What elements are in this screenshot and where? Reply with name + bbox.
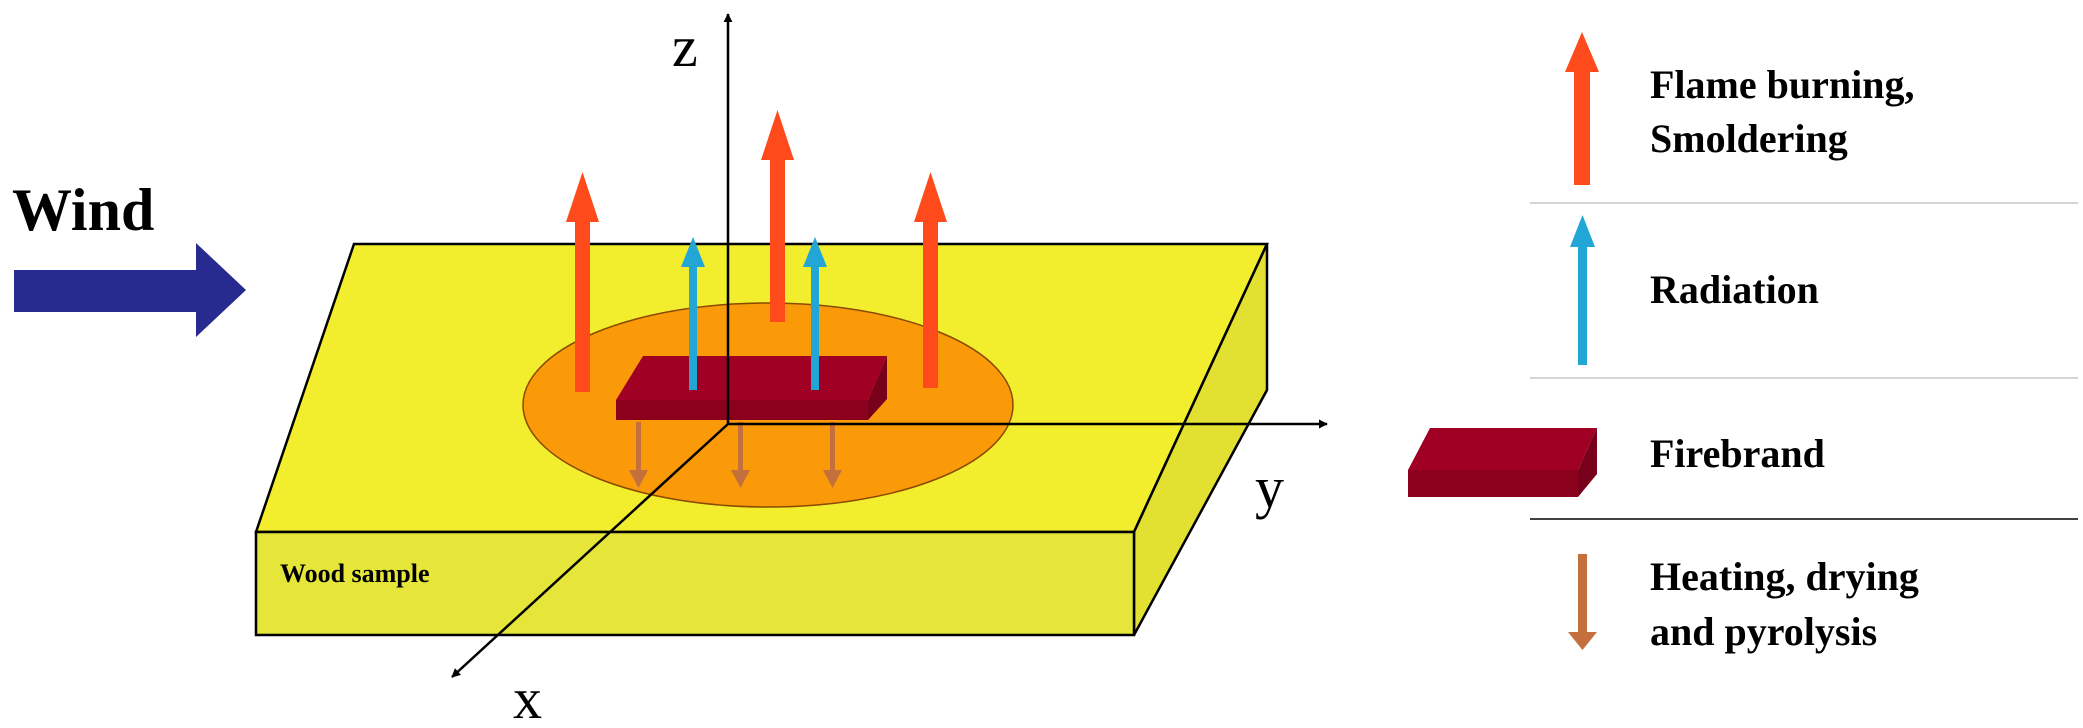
legend-flame-line1: Flame burning, — [1650, 62, 1914, 107]
heating-arrow-icon — [731, 422, 750, 488]
legend-flame-label: Flame burning, Smoldering — [1650, 62, 1924, 161]
wood-sample-front — [254, 530, 1136, 637]
x-axis — [451, 423, 729, 678]
coordinate-axes — [451, 13, 1328, 678]
heating-arrows — [629, 422, 842, 488]
legend-flame-arrow-icon — [1565, 32, 1599, 185]
wind-arrow-icon — [14, 243, 246, 337]
legend-firebrand-label: Firebrand — [1650, 431, 1825, 476]
flame-arrow-icon — [761, 110, 794, 322]
radiation-arrow-icon — [681, 237, 705, 390]
legend-firebrand-icon — [1408, 428, 1597, 497]
flame-arrows — [566, 110, 947, 392]
legend: Flame burning, Smoldering Radiation Fire… — [1408, 32, 2078, 654]
wood-sample-label: Wood sample — [280, 559, 430, 588]
heating-arrow-icon — [823, 422, 842, 488]
firebrand-piece — [616, 356, 887, 420]
legend-radiation-label: Radiation — [1650, 267, 1819, 312]
legend-radiation-arrow-icon — [1570, 215, 1595, 365]
heating-arrow-icon — [629, 422, 648, 488]
legend-heating-line2: and pyrolysis — [1650, 609, 1877, 654]
legend-heating-line1: Heating, drying — [1650, 554, 1919, 599]
y-axis-label: y — [1255, 455, 1284, 520]
flame-arrow-icon — [566, 172, 599, 392]
z-axis-label: z — [672, 14, 698, 79]
legend-heating-label: Heating, drying and pyrolysis — [1650, 554, 1929, 654]
x-axis-label: x — [513, 666, 542, 728]
flame-arrow-icon — [914, 172, 947, 388]
wind-label: Wind — [12, 177, 154, 243]
legend-heating-arrow-icon — [1568, 554, 1597, 650]
legend-flame-line2: Smoldering — [1650, 116, 1848, 161]
radiation-arrows — [681, 237, 827, 390]
radiation-arrow-icon — [803, 237, 827, 390]
